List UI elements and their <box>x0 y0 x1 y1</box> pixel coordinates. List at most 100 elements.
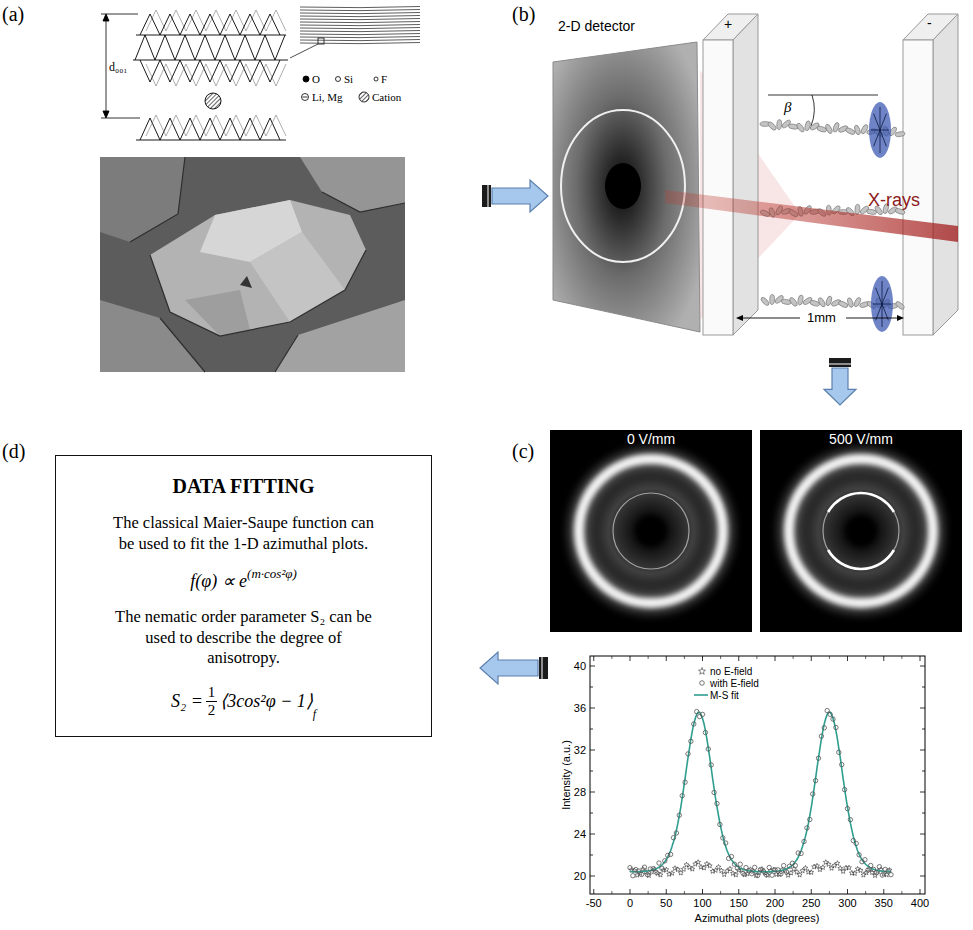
tick <box>922 771 925 772</box>
tick <box>922 729 925 730</box>
legend-text: M-S fit <box>710 690 739 701</box>
layer-line <box>300 31 420 32</box>
data-circle <box>680 794 684 798</box>
tick <box>920 889 921 894</box>
data-circle <box>654 870 658 874</box>
data-circle <box>677 813 681 817</box>
tick-label: 100 <box>693 897 711 909</box>
flow-arrow <box>480 652 548 684</box>
detector-label: 2-D detector <box>558 18 635 34</box>
panel-label: (d) <box>2 440 25 463</box>
data-circle <box>660 866 664 870</box>
data-star <box>704 861 709 866</box>
arrow-body <box>824 368 856 405</box>
xray-beam <box>665 190 958 321</box>
tick <box>811 656 812 661</box>
diffraction-image <box>760 430 962 632</box>
data-star <box>658 872 663 877</box>
data-circle <box>724 841 728 845</box>
data-circle <box>738 862 742 866</box>
tick <box>847 656 848 661</box>
dipole-arrow <box>882 304 891 305</box>
formula-row: f(φ) ∝ e(m·cos²φ) <box>190 570 297 592</box>
layer-line <box>300 43 420 44</box>
dimension-label: d₀₀₁ <box>109 60 128 75</box>
particle <box>769 294 774 304</box>
tick-label: 250 <box>802 897 820 909</box>
particle <box>789 296 799 307</box>
data-circle <box>645 872 649 876</box>
data-circle <box>683 780 687 784</box>
field-label: 0 V/mm <box>627 431 675 447</box>
tick <box>775 889 776 894</box>
data-star <box>696 860 701 865</box>
particle <box>796 122 806 133</box>
tick-label: 40 <box>574 660 586 672</box>
tick <box>590 729 593 730</box>
layer-line <box>300 19 420 20</box>
tick <box>590 708 595 709</box>
dipole-arrow <box>873 304 882 305</box>
box-title: DATA FITTING <box>172 474 314 498</box>
panel-region: (b) <box>548 0 973 358</box>
particle <box>845 127 856 135</box>
tick <box>593 656 594 661</box>
axis-title: Intensity (a.u.) <box>560 740 572 810</box>
layer-line <box>300 34 420 35</box>
axis-title: Azimuthal plots (degrees) <box>695 912 820 924</box>
data-circle <box>732 862 736 866</box>
dimension-label: 1mm <box>807 310 836 325</box>
tick <box>590 750 595 751</box>
tick <box>738 656 739 661</box>
tick-label: 20 <box>574 870 586 882</box>
tick <box>922 813 925 814</box>
particle <box>838 300 849 308</box>
tick <box>922 687 925 688</box>
formula-text: S₂ = <box>171 691 203 712</box>
legend-text: O <box>312 73 320 85</box>
tick-label: 0 <box>627 897 633 909</box>
tick-label: 28 <box>574 786 586 798</box>
data-circle <box>802 839 806 843</box>
formula-subscript: f <box>313 707 316 722</box>
data-circle <box>779 872 783 876</box>
formula-exponent: (m·cos²φ) <box>247 566 297 582</box>
data-circle <box>753 865 757 869</box>
tick <box>922 855 925 856</box>
legend-text: Si <box>344 73 353 85</box>
dipole-disc <box>869 102 891 158</box>
panel-label: (c) <box>512 440 534 463</box>
box-paragraph: The classical Maier-Saupe function can b… <box>113 513 375 554</box>
data-circle <box>755 873 759 877</box>
panel-region: (c) <box>548 405 973 930</box>
arrow-tail <box>539 657 548 679</box>
electrode-sign: + <box>724 16 732 32</box>
data-star <box>675 867 680 872</box>
data-circle <box>822 726 826 730</box>
tick <box>590 834 595 835</box>
tick <box>901 891 902 894</box>
data-star <box>681 867 686 872</box>
tick <box>666 889 667 894</box>
tick <box>756 656 757 659</box>
data-star <box>809 870 814 875</box>
data-star <box>707 863 712 868</box>
data-circle <box>686 752 690 756</box>
data-circle <box>712 790 716 794</box>
dipole-arrow <box>874 130 880 146</box>
particle <box>854 124 862 135</box>
data-star <box>855 866 860 871</box>
data-circle <box>657 861 661 865</box>
data-star <box>835 861 840 866</box>
particle <box>895 131 906 137</box>
data-circle <box>848 818 852 822</box>
tick <box>702 889 703 894</box>
legend-text: Li, Mg <box>312 91 343 103</box>
tick <box>666 656 667 661</box>
layer-line <box>300 28 420 29</box>
data-star <box>820 865 825 870</box>
fraction-denominator: 2 <box>206 702 218 719</box>
legend-text: no E-field <box>710 666 752 677</box>
data-circle <box>834 725 838 729</box>
dipole-disc <box>871 276 893 332</box>
